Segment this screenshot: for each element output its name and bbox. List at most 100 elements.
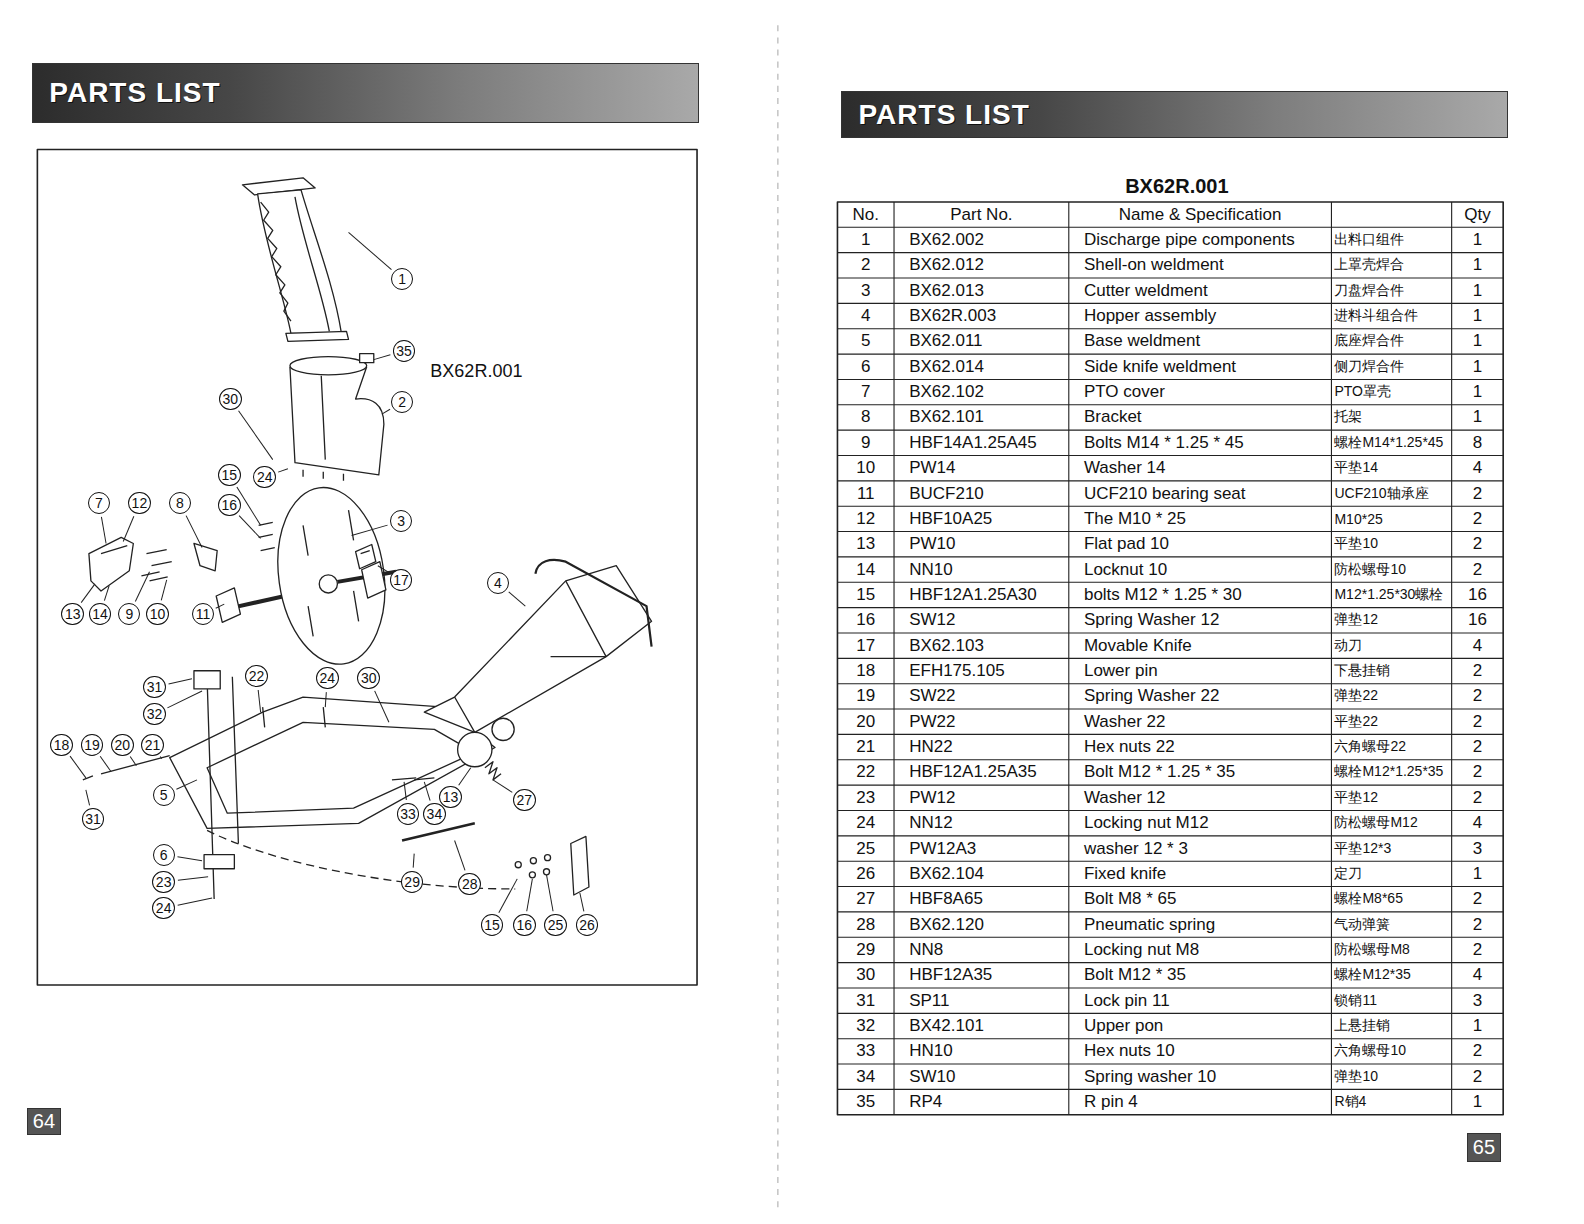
callout-number: 2 [398,395,406,409]
callout-number: 28 [462,877,478,891]
callout-circle: 4 [487,572,509,594]
table-cell: 4 [1452,633,1504,658]
table-cell-chinese: 弹垫10 [1331,1064,1451,1089]
table-cell: BX62.103 [894,633,1069,658]
leader-line [100,756,111,772]
table-cell: 1 [1452,861,1504,886]
table-cell: HN22 [894,734,1069,759]
table-cell: Bracket [1069,405,1332,430]
table-cell-chinese: 螺栓M12*35 [1331,963,1451,988]
page-number: 65 [1473,1136,1495,1159]
table-cell: 4 [837,303,894,328]
table-cell-chinese: PTO罩壳 [1331,379,1451,404]
table-cell: 3 [1452,988,1504,1013]
chute-inner-line [295,197,329,331]
leader-line [349,232,392,269]
table-cell-chinese: 六角螺母10 [1331,1039,1451,1064]
table-cell: HBF8A65 [894,887,1069,912]
table-cell: BX62.014 [894,354,1069,379]
leader-lines [70,232,584,912]
leader-line [374,355,391,360]
header-text: PARTS LIST [33,77,220,109]
disc-hub [319,575,337,593]
callout-circle: 5 [153,784,175,806]
table-cell: 31 [837,988,894,1013]
table-cell-chinese: 底座焊合件 [1331,329,1451,354]
table-cell: 1 [1452,253,1504,278]
pneumatic-spring [402,823,475,840]
leader-line [325,692,326,707]
callout-circle: 29 [401,871,424,893]
table-cell: 2 [1452,709,1504,734]
table-header: Part No. [894,202,1069,227]
callout-circle: 21 [141,734,164,756]
table-cell: Flat pad 10 [1069,532,1332,557]
table-cell-chinese: 刀盘焊合件 [1331,278,1451,303]
table-cell: Bolt M12 * 35 [1069,963,1332,988]
callout-circle: 16 [513,914,536,936]
table-cell: 32 [837,1013,894,1038]
table-cell: 2 [837,253,894,278]
table-cell: 9 [837,430,894,455]
callout-number: 12 [132,496,148,510]
table-cell: 16 [837,608,894,633]
table-cell: Locking nut M12 [1069,810,1332,835]
callout-number: 5 [160,788,168,802]
callout-number: 31 [85,812,101,826]
table-cell: BX62.011 [894,329,1069,354]
callout-circle: 7 [88,492,110,514]
table-cell: 2 [1452,912,1504,937]
hopper-mouth [455,581,607,733]
table-cell: 1 [1452,1013,1504,1038]
callout-number: 24 [320,671,336,685]
callout-number: 13 [65,607,81,621]
leader-line [239,411,273,460]
table-cell-chinese: M10*25 [1331,506,1451,531]
callout-number: 25 [548,918,564,932]
table-cell: 4 [1452,963,1504,988]
table-cell: 2 [1452,481,1504,506]
callout-number: 16 [517,918,533,932]
table-cell: BX62.104 [894,861,1069,886]
callout-circle: 19 [81,734,104,756]
callout-circle: 1 [391,268,413,290]
callout-circle: 33 [397,803,420,825]
table-cell: HBF10A25 [894,506,1069,531]
table-cell-chinese: 平垫12 [1331,785,1451,810]
table-cell-chinese: 上罩壳焊合 [1331,253,1451,278]
table-cell-chinese: 六角螺母22 [1331,734,1451,759]
callout-circle: 8 [169,492,191,514]
table-cell: Shell-on weldment [1069,253,1332,278]
table-cell: SW10 [894,1064,1069,1089]
callout-circle: 11 [192,603,214,625]
table-cell: 2 [1452,760,1504,785]
table-cell: 34 [837,1064,894,1089]
table-cell: bolts M12 * 1.25 * 30 [1069,582,1332,607]
table-cell-chinese: UCF210轴承座 [1331,481,1451,506]
table-cell: Fixed knife [1069,861,1332,886]
leader-line [70,756,86,778]
table-cell: 35 [837,1089,894,1114]
leader-line [130,756,136,765]
table-cell-chinese: 防松螺母10 [1331,557,1451,582]
callout-circle: 6 [153,844,175,866]
table-cell: BX62.102 [894,379,1069,404]
table-cell: HBF14A1.25A45 [894,430,1069,455]
callout-circle: 34 [423,803,446,825]
chipper-illustration [83,178,652,899]
table-cell: 24 [837,810,894,835]
leader-line [509,592,526,606]
table-cell: 2 [1452,506,1504,531]
lower-pin [83,756,170,780]
callout-number: 17 [393,573,409,587]
table-cell: PW12 [894,785,1069,810]
table-cell: 20 [837,709,894,734]
callout-circle: 2 [391,391,413,413]
callout-number: 26 [579,918,595,932]
callout-circle: 30 [219,388,242,410]
callout-number: 10 [150,607,166,621]
table-cell: HBF12A35 [894,963,1069,988]
table-cell: 21 [837,734,894,759]
shell-opening [290,357,367,375]
table-cell: PW22 [894,709,1069,734]
